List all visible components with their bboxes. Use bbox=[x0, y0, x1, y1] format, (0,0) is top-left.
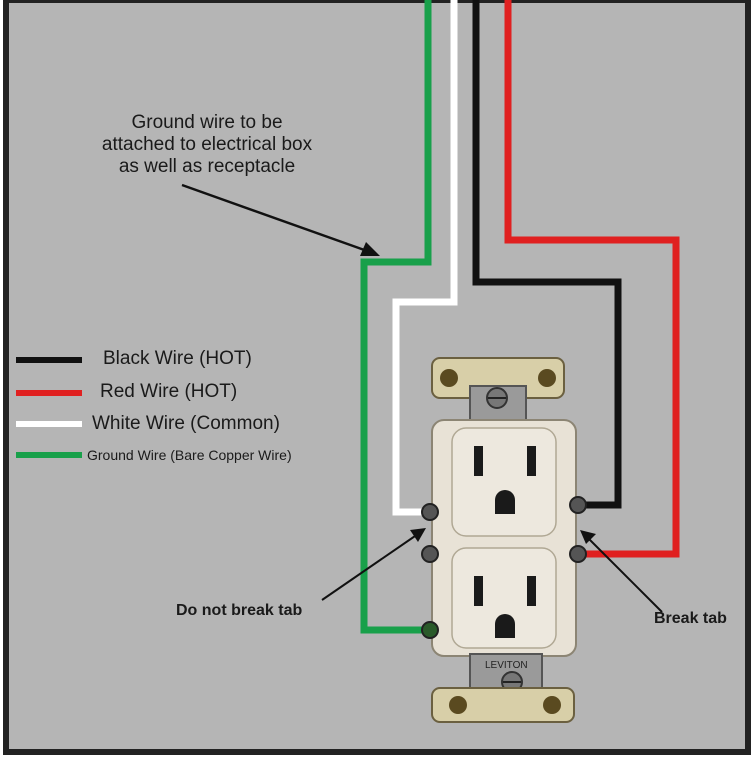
legend-label-red: Red Wire (HOT) bbox=[100, 381, 238, 402]
white-wire bbox=[392, 0, 458, 516]
left-terminal-screw-top bbox=[421, 503, 439, 521]
ground-wire bbox=[360, 0, 432, 634]
break-tab-label: Break tab bbox=[654, 610, 727, 627]
legend-label-white: White Wire (Common) bbox=[92, 413, 280, 434]
left-tab-arrow bbox=[321, 533, 419, 601]
bottom-mounting-strap bbox=[431, 653, 575, 723]
top-outlet-slot-right bbox=[527, 446, 536, 476]
top-mounting-strap bbox=[431, 357, 565, 423]
bottom-outlet-slot-left bbox=[474, 576, 483, 606]
left-tab-arrowhead bbox=[410, 528, 426, 542]
black-wire bbox=[472, 0, 622, 509]
ground-callout-arrow bbox=[181, 183, 371, 254]
brand-logo: LEVITON bbox=[485, 660, 528, 671]
right-tab-arrow bbox=[585, 535, 663, 613]
right-tab-arrowhead bbox=[580, 530, 596, 544]
ground-callout-line1: Ground wire to be bbox=[131, 112, 283, 133]
ground-callout-line3: as well as receptacle bbox=[118, 156, 296, 177]
ground-callout-arrowhead bbox=[360, 242, 380, 256]
legend-label-black: Black Wire (HOT) bbox=[103, 348, 252, 369]
bottom-outlet-ground-hole bbox=[495, 614, 515, 638]
red-wire bbox=[504, 0, 680, 558]
receptacle-face-top bbox=[451, 427, 557, 537]
bottom-outlet-slot-right bbox=[527, 576, 536, 606]
left-terminal-screw-bottom bbox=[421, 545, 439, 563]
do-not-break-tab-label: Do not break tab bbox=[176, 602, 303, 619]
right-terminal-screw-top bbox=[569, 496, 587, 514]
ground-callout: Ground wire to be attached to electrical… bbox=[62, 112, 352, 178]
ground-callout-line2: attached to electrical box bbox=[101, 134, 313, 155]
top-outlet-slot-left bbox=[474, 446, 483, 476]
right-terminal-screw-bottom bbox=[569, 545, 587, 563]
ground-terminal-screw bbox=[421, 621, 439, 639]
legend-label-ground: Ground Wire (Bare Copper Wire) bbox=[87, 447, 292, 463]
receptacle-face-bottom bbox=[451, 547, 557, 649]
top-outlet-ground-hole bbox=[495, 490, 515, 514]
